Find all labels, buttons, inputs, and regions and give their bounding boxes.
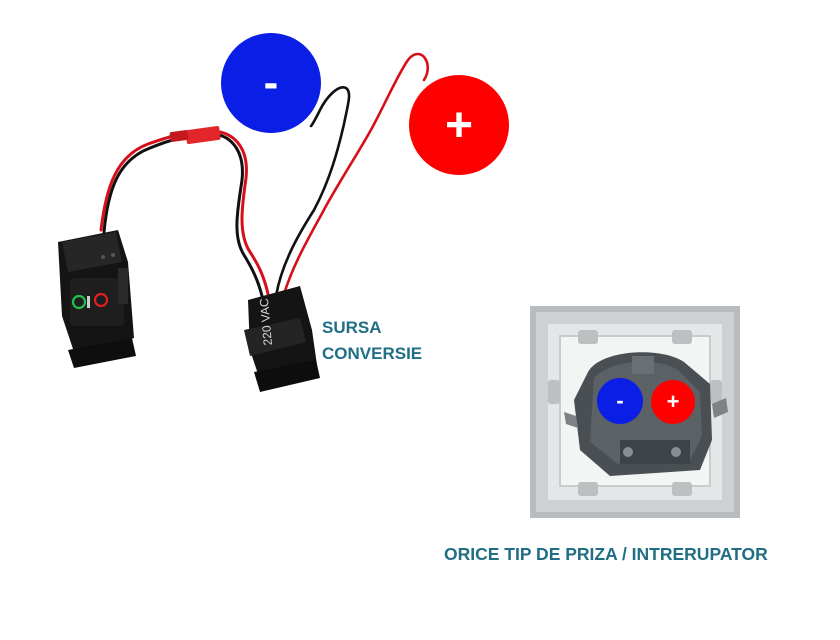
- socket-plus-marker: +: [651, 380, 695, 424]
- red-connector: [169, 125, 221, 145]
- svg-text:220 VAC: 220 VAC: [257, 297, 275, 346]
- conversion-label: CONVERSIE: [322, 344, 423, 363]
- minus-terminal-marker: -: [221, 33, 321, 133]
- source-label: SURSA: [322, 318, 382, 337]
- wall-socket: [530, 306, 740, 518]
- camera-board: [58, 230, 136, 368]
- plus-terminal-marker: +: [409, 75, 509, 175]
- wires-right: [274, 52, 430, 298]
- conversion-module: 220 VAC: [244, 286, 320, 392]
- socket-minus-marker: -: [597, 378, 643, 424]
- socket-label: ORICE TIP DE PRIZA / INTRERUPATOR: [444, 544, 768, 564]
